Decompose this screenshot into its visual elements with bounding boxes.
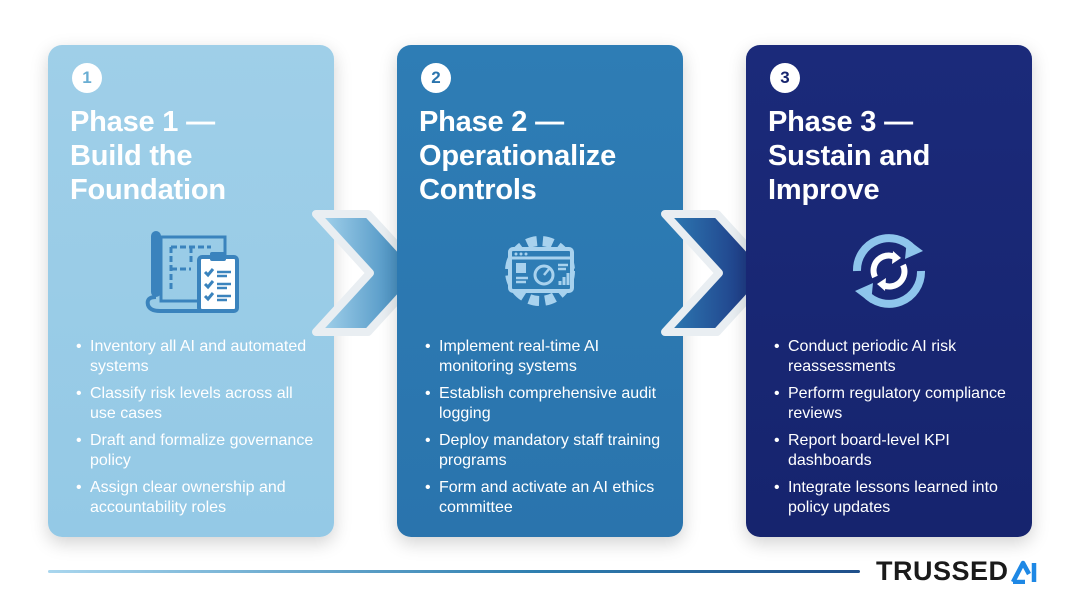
phase-items-list: Implement real-time AI monitoring system… — [423, 337, 669, 525]
phase-title: Phase 1 — Build the Foundation — [70, 105, 312, 207]
footer-divider — [48, 570, 860, 573]
list-item: Conduct periodic AI risk reassessments — [772, 337, 1018, 377]
phase-3-card: 3 Phase 3 — Sustain and Improve Conduct … — [746, 45, 1032, 537]
title-line: Improve — [768, 174, 880, 206]
phase-items-list: Inventory all AI and automated systems C… — [74, 337, 320, 525]
list-item: Deploy mandatory staff training programs — [423, 431, 669, 471]
title-line: Foundation — [70, 174, 226, 206]
phase-number-badge: 1 — [72, 63, 102, 93]
list-item: Report board-level KPI dashboards — [772, 431, 1018, 471]
list-item: Establish comprehensive audit logging — [423, 384, 669, 424]
title-line: Phase 2 — — [419, 106, 564, 138]
list-item: Perform regulatory compliance reviews — [772, 384, 1018, 424]
phase-number-badge: 2 — [421, 63, 451, 93]
title-line: Build the — [70, 140, 193, 172]
title-line: Phase 3 — — [768, 106, 913, 138]
gear-dashboard-icon — [397, 225, 683, 317]
list-item: Implement real-time AI monitoring system… — [423, 337, 669, 377]
ai-logo-mark-icon — [1010, 560, 1036, 584]
blueprint-checklist-icon — [48, 225, 334, 317]
title-line: Sustain and — [768, 140, 931, 172]
trussed-logo: TRUSSED — [876, 556, 1039, 587]
list-item: Classify risk levels across all use case… — [74, 384, 320, 424]
refresh-cycle-icon — [746, 225, 1032, 317]
list-item: Integrate lessons learned into policy up… — [772, 478, 1018, 518]
phase-title: Phase 2 — Operationalize Controls — [419, 105, 661, 207]
title-line: Controls — [419, 174, 537, 206]
list-item: Draft and formalize governance policy — [74, 431, 320, 471]
list-item: Assign clear ownership and accountabilit… — [74, 478, 320, 518]
title-line: Phase 1 — — [70, 106, 215, 138]
phase-title: Phase 3 — Sustain and Improve — [768, 105, 1010, 207]
phase-2-card: 2 Phase 2 — Operationalize Controls Impl… — [397, 45, 683, 537]
list-item: Inventory all AI and automated systems — [74, 337, 320, 377]
phase-items-list: Conduct periodic AI risk reassessments P… — [772, 337, 1018, 525]
logo-text: TRUSSED — [876, 556, 1009, 586]
title-line: Operationalize — [419, 140, 617, 172]
list-item: Form and activate an AI ethics committee — [423, 478, 669, 518]
phase-1-card: 1 Phase 1 — Build the Foundation Invento… — [48, 45, 334, 537]
phase-number-badge: 3 — [770, 63, 800, 93]
